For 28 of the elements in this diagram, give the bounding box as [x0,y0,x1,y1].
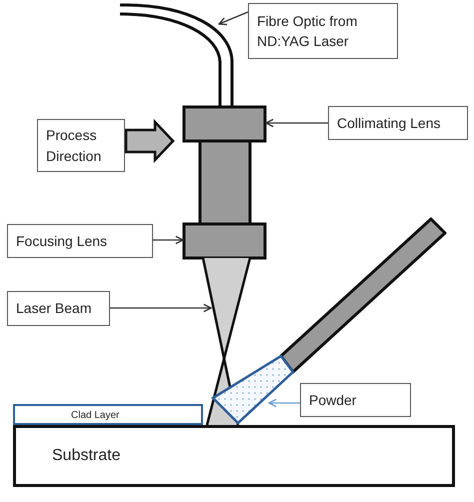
fibre-optic-cable [120,4,234,107]
label-box [37,119,125,172]
label-text: Laser Beam [16,299,92,318]
label-text: Clad Layer [71,408,120,422]
powder-nozzle-tip [211,354,295,425]
leader-line [268,398,300,408]
leader-line [153,236,184,244]
label-text: Substrate [52,446,120,466]
clad-layer [13,404,203,425]
block-arrow [124,118,175,164]
label-box [248,3,398,59]
powder-feed-tube [280,218,446,374]
label-text: Powder [309,390,356,410]
lens-block [182,106,266,142]
leader-line [110,304,212,312]
lens-tube [198,140,252,226]
leader-line [265,118,328,128]
label-text: Focusing Lens [16,232,108,251]
label-box [328,106,468,140]
leader-line [218,11,248,26]
label-text: Collimating Lens [337,114,440,133]
label-box [300,383,411,417]
lens-block [182,222,266,260]
label-box [7,291,110,326]
substrate-block [13,425,455,487]
label-text: Fibre Optic from ND:YAG Laser [257,12,358,51]
label-box [7,224,153,258]
label-text: Process Direction [46,126,102,166]
